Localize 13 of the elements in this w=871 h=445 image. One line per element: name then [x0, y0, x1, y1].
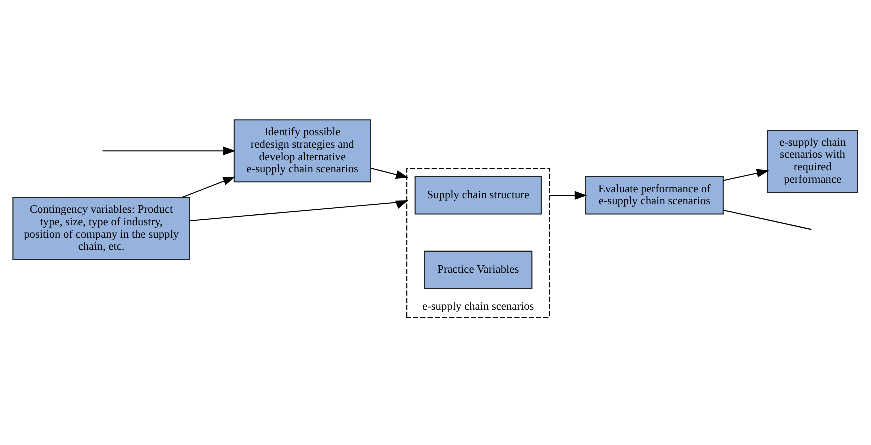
- node-box: Evaluate performance of e-supply chain scenarios: [585, 176, 724, 214]
- arrow: [724, 168, 770, 181]
- arrow: [182, 176, 236, 198]
- node-box: e-supply chain scenarios with required performance: [767, 129, 858, 193]
- arrow: [371, 167, 409, 178]
- node-box: Contingency variables: Product type, size, type of industry, position of company in the supply chain, etc.: [12, 196, 190, 260]
- arrow: [102, 146, 236, 155]
- arrow: [550, 190, 588, 200]
- arrow: [190, 200, 409, 221]
- node-box: Practice Variables: [424, 250, 533, 289]
- node-box: Identify possible redesign strategies and develop alternative e-supply chain scenarios: [234, 119, 372, 182]
- connector: [724, 209, 812, 230]
- node-box: Supply chain structure: [414, 176, 542, 214]
